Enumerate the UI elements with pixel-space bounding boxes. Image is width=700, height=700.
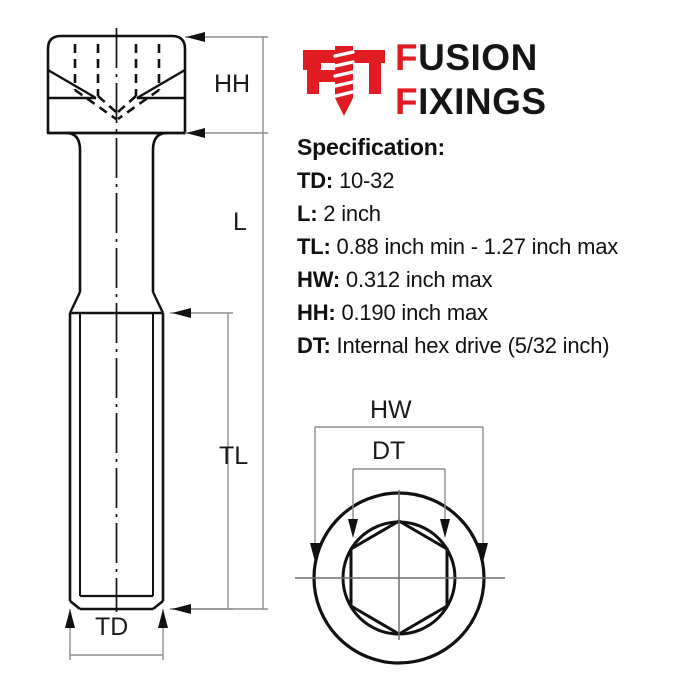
spec-row-value: 0.88 inch min - 1.27 inch max <box>336 234 619 259</box>
underhead-fillet-right <box>151 131 168 151</box>
socket-hidden-inner-left <box>97 95 117 113</box>
spec-row: TL: 0.88 inch min - 1.27 inch max <box>297 230 697 263</box>
socket-chamfer-left <box>47 68 97 100</box>
hw-arrow-left <box>310 543 320 562</box>
spec-row-value: 10-32 <box>338 168 395 193</box>
spec-row: TD: 10-32 <box>297 164 697 197</box>
spec-row-value: Internal hex drive (5/32 inch) <box>336 333 610 358</box>
detail-view-arrowheads <box>310 519 488 562</box>
side-view-dimensions <box>69 36 268 660</box>
label-length: L <box>233 208 247 236</box>
fusion-fixings-screw-icon <box>303 46 385 116</box>
bolt-end-right-chamfer <box>152 599 164 611</box>
socket-hidden-bottom-left <box>74 88 117 121</box>
logo-text-line1: FUSION <box>395 36 538 79</box>
bolt-side-view <box>46 28 187 612</box>
underhead-fillet-left <box>65 131 82 151</box>
socket-chamfer-right <box>136 68 186 100</box>
logo-line2-rest: IXINGS <box>418 81 547 122</box>
label-drive-type: DT <box>372 437 406 465</box>
socket-hidden-inner-right <box>117 95 137 113</box>
label-head-width: HW <box>370 396 412 424</box>
bolt-end-left-chamfer <box>69 599 81 611</box>
spec-row-key: HH: <box>297 300 336 325</box>
spec-row: DT: Internal hex drive (5/32 inch) <box>297 329 697 362</box>
thread-runout-right <box>151 291 165 314</box>
specification-title: Specification: <box>297 134 446 160</box>
tl-arrow-top <box>172 308 191 318</box>
logo-line2-first-letter: F <box>395 81 419 122</box>
spec-row-value: 0.312 inch max <box>345 267 493 292</box>
spec-row: L: 2 inch <box>297 197 697 230</box>
label-thread-length: TL <box>219 442 249 470</box>
brand-logo: FUSION FIXINGS <box>299 36 589 126</box>
spec-row-value: 0.190 inch max <box>341 300 488 325</box>
spec-row-key: TD: <box>297 168 334 193</box>
td-arrow-right <box>158 609 168 628</box>
hh-arrow-bottom <box>186 128 205 138</box>
spec-row: HW: 0.312 inch max <box>297 263 697 296</box>
spec-row: HH: 0.190 inch max <box>297 296 697 329</box>
socket-hidden-bottom-right <box>117 88 160 121</box>
td-arrow-left <box>65 609 75 628</box>
spec-row-key: TL: <box>297 234 331 259</box>
dt-arrow-right <box>440 519 450 538</box>
thread-runout-left <box>68 291 82 314</box>
hw-arrow-right <box>478 543 488 562</box>
label-thread-diameter: TD <box>95 613 129 641</box>
dt-arrow-left <box>348 519 358 538</box>
spec-row-key: HW: <box>297 267 340 292</box>
spec-row-key: L: <box>297 201 318 226</box>
l-arrow-bottom <box>172 604 191 614</box>
side-view-arrowheads <box>65 32 205 628</box>
logo-text-line2: FIXINGS <box>395 80 547 123</box>
hex-socket-detail-view <box>295 490 505 665</box>
spec-row-value: 2 inch <box>323 201 381 226</box>
spec-row-key: DT: <box>297 333 331 358</box>
logo-line1-rest: USION <box>418 37 538 78</box>
logo-line1-first-letter: F <box>395 37 419 78</box>
label-head-height: HH <box>214 70 251 98</box>
hh-arrow-top <box>186 32 205 42</box>
